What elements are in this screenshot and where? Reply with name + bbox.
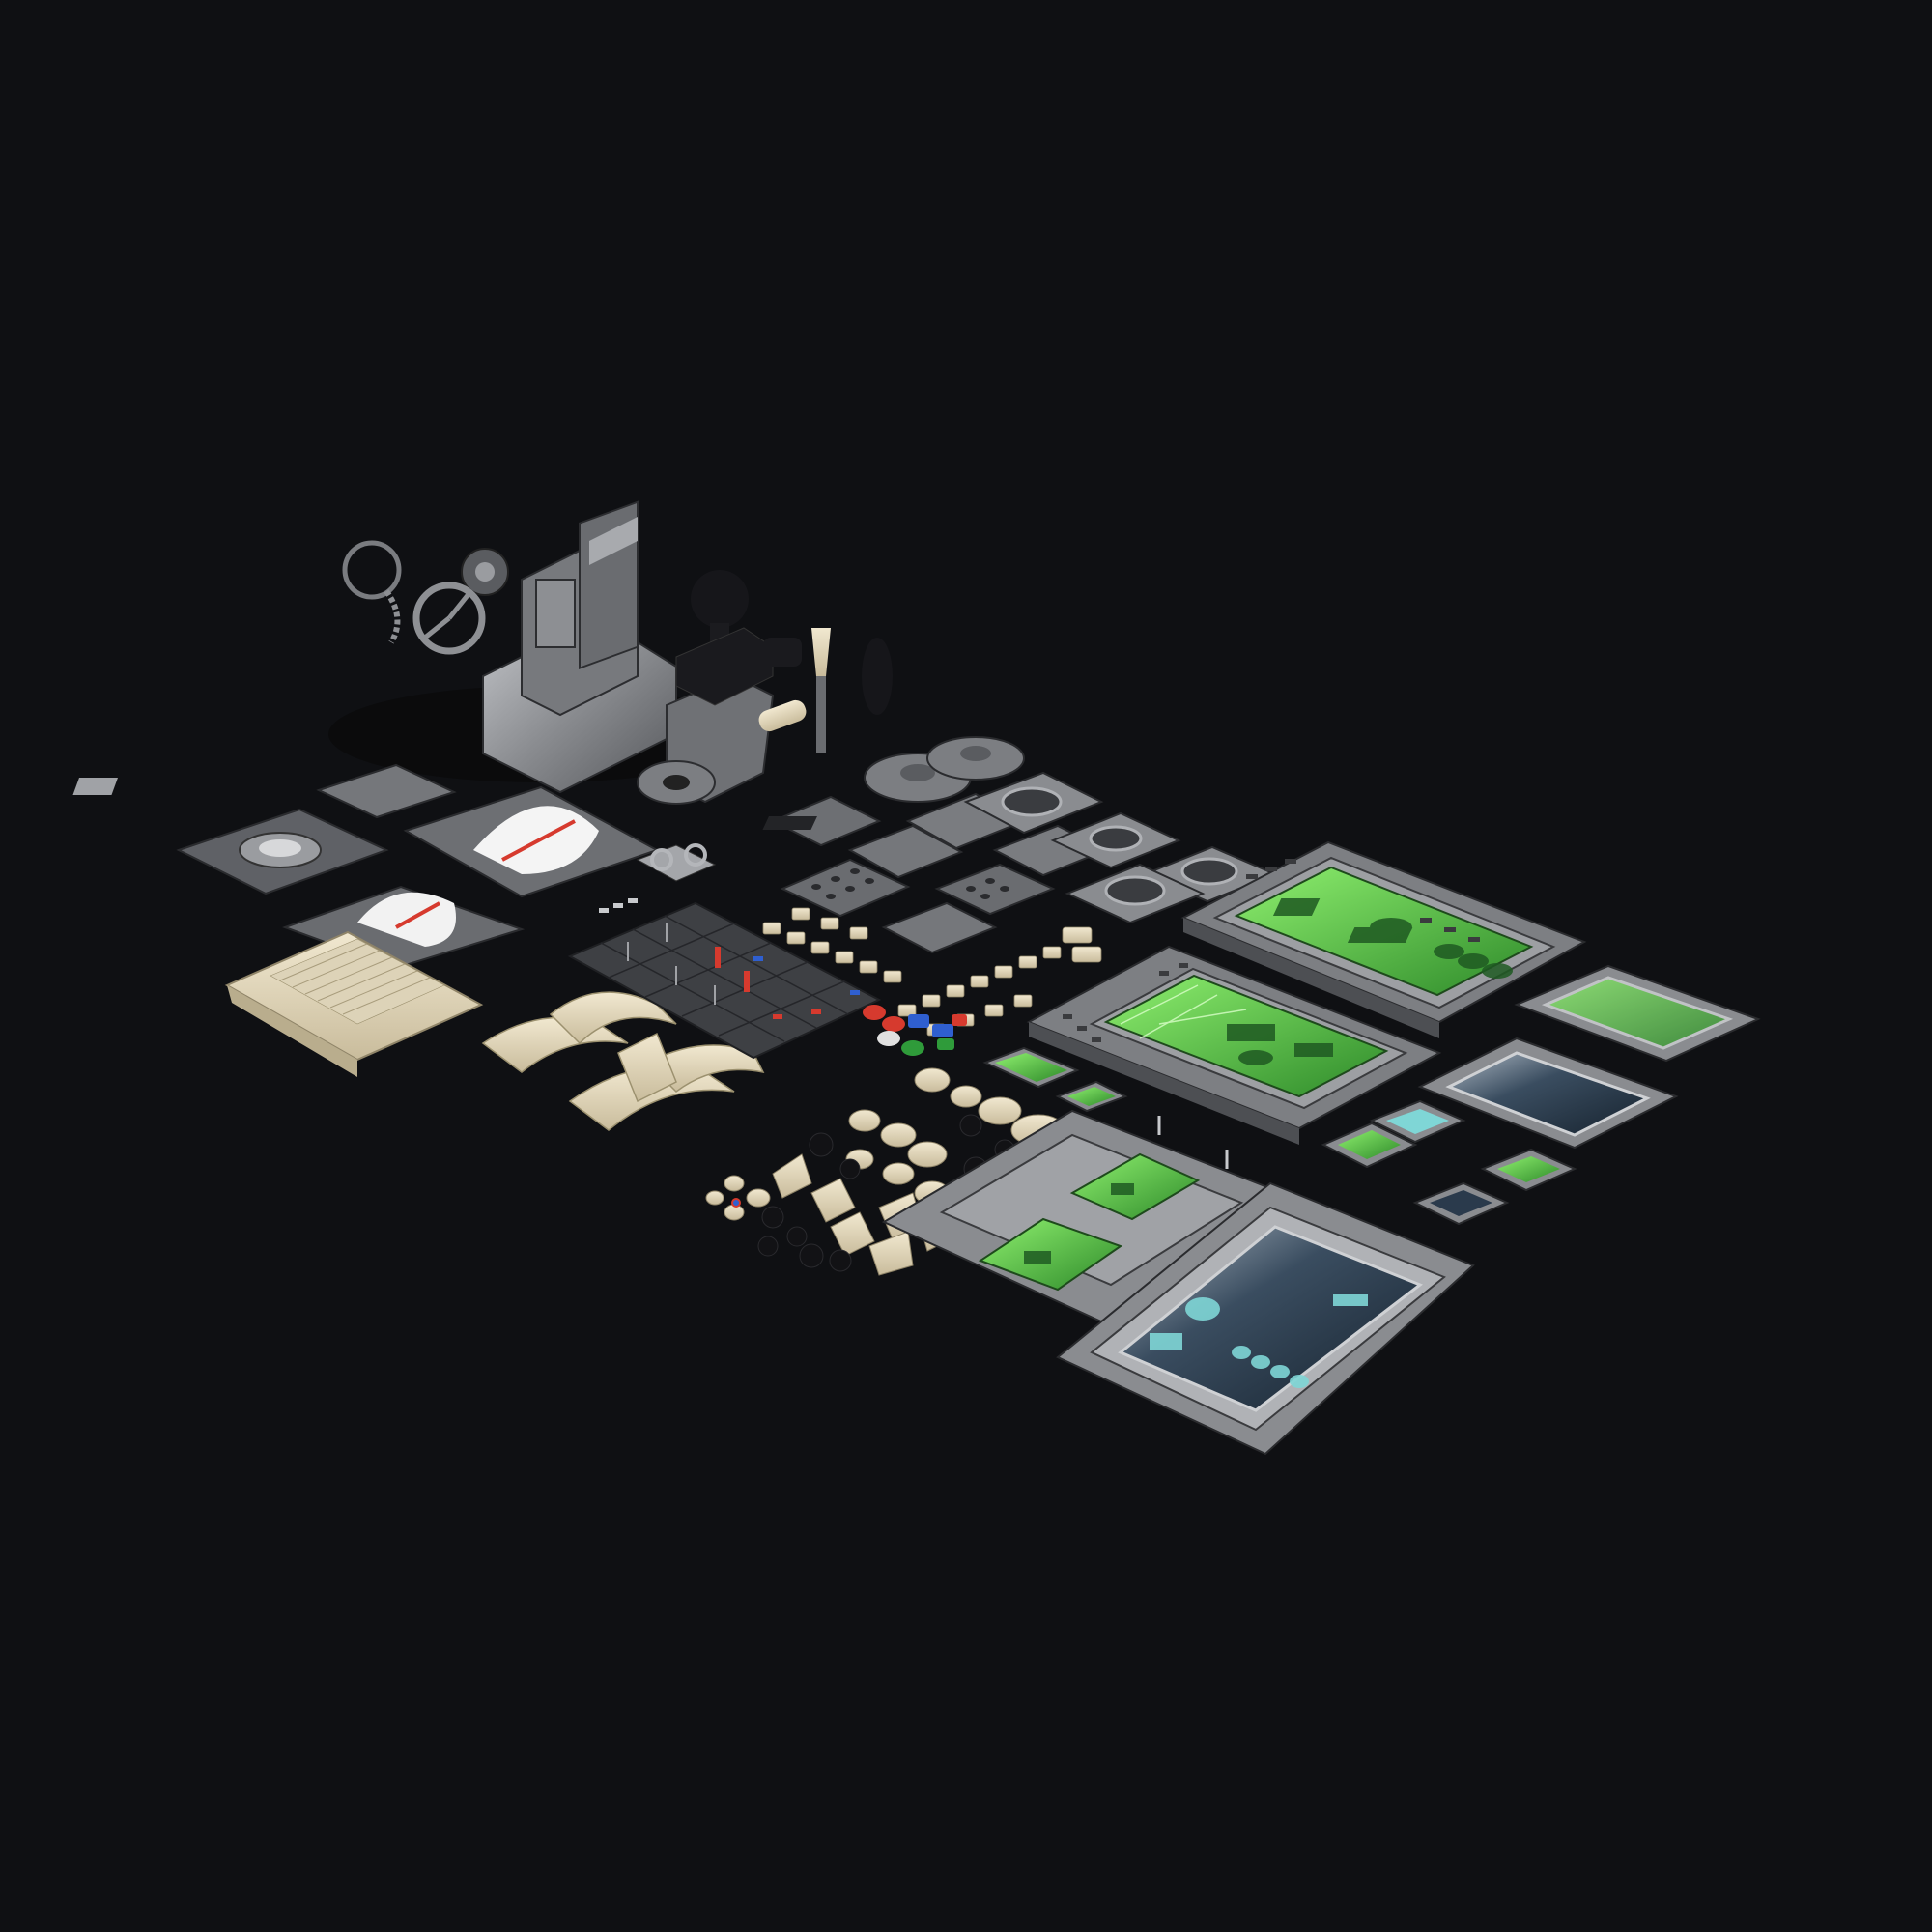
socket-plates bbox=[599, 736, 1278, 954]
keyboard-icon bbox=[224, 930, 484, 1077]
green-screen-panel-large-1 bbox=[1180, 840, 1587, 1038]
gauge-plates bbox=[72, 763, 660, 970]
green-screen-panel-twin bbox=[881, 1109, 1293, 1323]
switch-panel bbox=[567, 901, 882, 1060]
square-screens-right bbox=[1417, 964, 1761, 1150]
wheel-icon bbox=[412, 582, 486, 655]
cyan-screen-panel bbox=[1056, 1181, 1475, 1456]
cream-curved-parts bbox=[481, 991, 765, 1131]
green-screen-panel-large-2 bbox=[1026, 945, 1442, 1145]
control-machine bbox=[328, 500, 893, 805]
small-green-displays bbox=[982, 1046, 1577, 1226]
colored-buttons bbox=[863, 1005, 967, 1056]
